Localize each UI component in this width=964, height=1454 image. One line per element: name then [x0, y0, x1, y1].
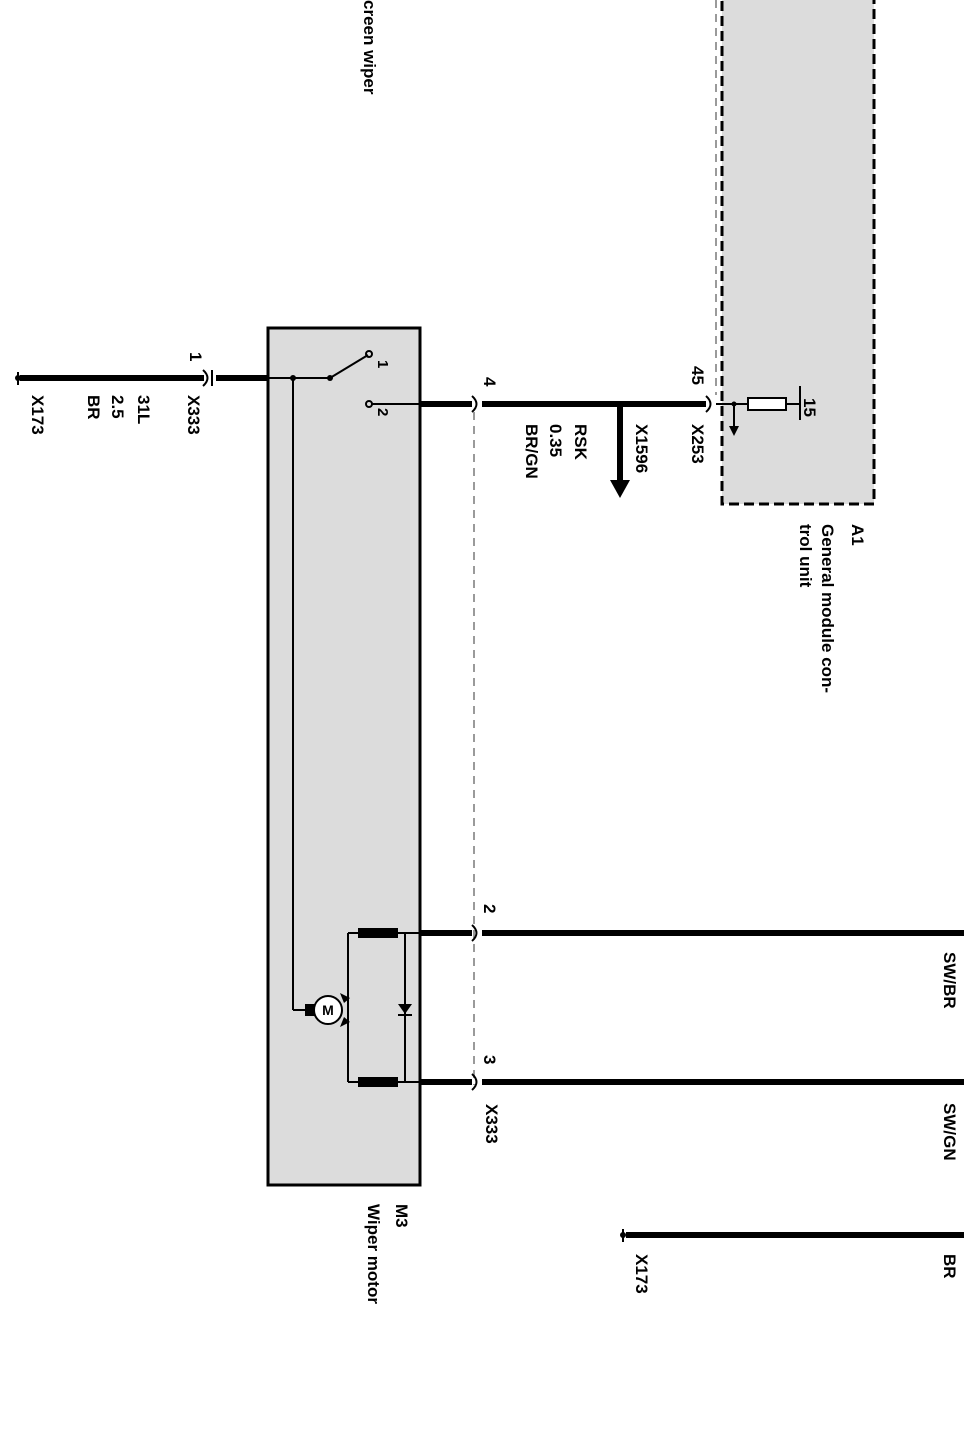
x1596-label: X1596 — [632, 424, 651, 473]
x253-pin45-label: 45 — [688, 366, 707, 385]
ground-wire-31l — [15, 372, 268, 385]
x1596-splice-arrow — [610, 404, 630, 498]
terminal-15-label: 15 — [800, 398, 819, 417]
wiper-motor-id: M3 — [392, 1204, 411, 1228]
x333-pin1-contact — [202, 369, 213, 387]
motor-circuit — [347, 928, 420, 1087]
wire-color-br-bottom: BR — [940, 1254, 959, 1279]
switch-pin2-label: 2 — [374, 408, 391, 416]
x333-pin1-label: 1 — [186, 352, 205, 361]
wire-gauge-top: 2.5 — [108, 395, 127, 419]
wiper-motor-box — [266, 326, 422, 1187]
wire-gauge-rsk: 0.35 — [546, 424, 565, 457]
wire-color-br-top: BR — [84, 395, 103, 420]
x333-pin2-label: 2 — [480, 904, 499, 913]
rsk-wire — [420, 395, 712, 413]
wire-color-swgn: SW/GN — [940, 1103, 959, 1161]
x333-top-label: X333 — [184, 395, 203, 435]
screen-wiper-label: creen wiper — [360, 0, 379, 95]
x333-bottom-label: X333 — [482, 1104, 501, 1144]
motor-symbol: M — [305, 993, 350, 1027]
gm-name-line2: trol unit — [796, 524, 815, 588]
general-module-box — [720, 0, 876, 506]
wire-terminal-rsk: RSK — [571, 424, 590, 461]
x253-label: X253 — [688, 424, 707, 464]
wire-color-brgn: BR/GN — [522, 424, 541, 479]
wiper-motor-name: Wiper motor — [364, 1204, 383, 1304]
internal-switch-wiring — [268, 350, 420, 1011]
wire-terminal-31l: 31L — [134, 395, 153, 424]
x173-bottom-label: X173 — [632, 1254, 651, 1294]
wire-pin3-swgn — [420, 1073, 964, 1091]
x173-top-label: X173 — [28, 395, 47, 435]
ground-wire-bottom — [620, 1229, 964, 1242]
x333-pin3-label: 3 — [480, 1055, 499, 1064]
motor-letter: M — [322, 1002, 334, 1018]
x333-pin4-label: 4 — [480, 377, 499, 387]
wire-pin2-swbr — [420, 924, 964, 942]
gm-name-line1: General module con- — [818, 524, 837, 693]
wire-color-swbr: SW/BR — [940, 952, 959, 1009]
gm-id-label: A1 — [848, 524, 867, 546]
switch-pin1-label: 1 — [374, 360, 391, 368]
terminal-15-fuse — [716, 386, 801, 436]
